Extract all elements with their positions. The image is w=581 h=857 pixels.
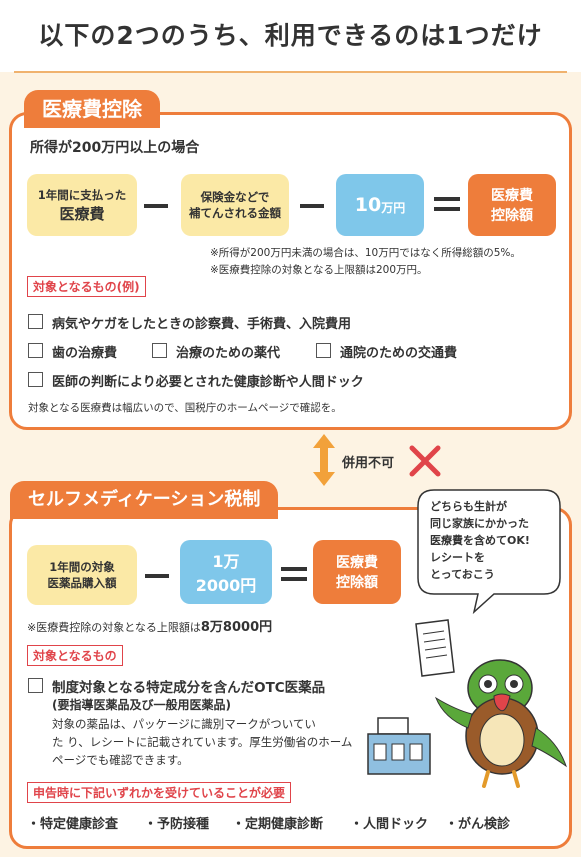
medical-deduction-panel <box>9 112 572 430</box>
parrot-mascot <box>434 659 567 788</box>
pharmacy-building-icon <box>367 717 431 775</box>
checkbox <box>28 372 43 387</box>
equals-sign <box>281 567 307 571</box>
medical-deduction-tab: 医療費控除 <box>24 90 160 128</box>
self-limit-prefix: ※医療費控除の対象となる上限額は <box>27 621 201 634</box>
req-regular-checkup: ・定期健康診断 <box>232 817 324 832</box>
item-hospital-costs: 病気やケガをしたときの診察費、手術費、入院費用 <box>52 317 352 332</box>
self-deduction-result-box: 医療費 控除額 <box>313 540 401 604</box>
not-combinable-label: 併用不可 <box>342 456 395 471</box>
minus-sign <box>144 204 168 208</box>
note-limit: ※医療費控除の対象となる上限額は200万円。 <box>210 264 428 276</box>
page-title: 以下の2つのうち、利用できるのは1つだけ <box>0 0 581 72</box>
self-medication-tab: セルフメディケーション税制 <box>10 481 279 519</box>
threshold-12000-line2: 2000円 <box>195 576 257 595</box>
checkbox <box>316 343 331 358</box>
equals-sign <box>281 577 307 581</box>
checkbox <box>28 678 43 693</box>
paid-medical-line2: 医療費 <box>59 204 105 223</box>
otc-desc-3: ページでも確認できます。 <box>52 753 189 767</box>
threshold-12000-box: 1万 2000円 <box>180 540 272 604</box>
bubble-line-2: 同じ家族にかかった <box>430 517 529 530</box>
checkbox <box>152 343 167 358</box>
req-specific-checkup: ・特定健康診査 <box>27 817 119 832</box>
bubble-line-4: レシートを <box>430 551 485 564</box>
double-arrow-icon <box>313 434 335 486</box>
threshold-unit: 万円 <box>381 200 406 215</box>
self-target-label: 対象となるもの <box>27 645 123 666</box>
otc-item-main: 制度対象となる特定成分を含んだOTC医薬品 <box>52 680 326 696</box>
cross-mark-icon <box>409 445 441 477</box>
req-human-dock: ・人間ドック <box>350 817 429 832</box>
speech-bubble <box>417 489 561 615</box>
otc-purchase-line2: 医薬品購入額 <box>47 576 117 590</box>
insurance-box: 保険金などで 補てんされる金額 <box>181 174 289 236</box>
otc-item-sub: (要指導医薬品及び一般用医薬品) <box>52 698 231 712</box>
self-limit-note: ※医療費控除の対象となる上限額は8万8000円 <box>27 616 272 635</box>
bubble-line-5: とっておこう <box>430 568 495 581</box>
insurance-line2: 補てんされる金額 <box>189 206 281 220</box>
otc-purchase-box: 1年間の対象 医薬品購入額 <box>27 545 137 605</box>
item-checkup: 医師の判断により必要とされた健康診断や人間ドック <box>52 375 364 390</box>
otc-purchase-line1: 1年間の対象 <box>49 560 115 574</box>
paid-medical-box: 1年間に支払った 医療費 <box>27 174 137 236</box>
equals-sign <box>434 207 460 211</box>
req-vaccination: ・予防接種 <box>144 817 210 832</box>
bubble-line-1: どちらも生計が <box>430 500 507 513</box>
medical-condition: 所得が200万円以上の場合 <box>30 140 200 156</box>
note-income: ※所得が200万円未満の場合は、10万円ではなく所得総額の5%。 <box>210 247 521 259</box>
item-dental: 歯の治療費 <box>52 346 118 361</box>
medical-deduction-result-box: 医療費 控除額 <box>468 174 556 236</box>
item-medicine: 治療のための薬代 <box>176 346 281 361</box>
title-divider <box>14 71 567 73</box>
req-cancer-screening: ・がん検診 <box>445 817 511 832</box>
result-line2: 控除額 <box>491 208 533 224</box>
minus-sign <box>300 204 324 208</box>
medical-footnote: 対象となる医療費は幅広いので、国税庁のホームページで確認を。 <box>28 402 342 414</box>
checkbox <box>28 343 43 358</box>
paid-medical-line1: 1年間に支払った <box>37 187 127 202</box>
threshold-box: 10 万円 <box>336 174 424 236</box>
insurance-line1: 保険金などで <box>200 190 270 204</box>
requirement-label: 申告時に下記いずれかを受けていることが必要 <box>27 782 292 803</box>
otc-desc-2: た り、レシートに記載されています。厚生労働省のホーム <box>52 735 353 749</box>
threshold-number: 10 <box>354 194 382 216</box>
self-result-line1: 医療費 <box>336 555 378 571</box>
checkbox <box>28 314 43 329</box>
target-examples-label: 対象となるもの(例) <box>27 276 146 297</box>
result-line1: 医療費 <box>491 188 533 204</box>
otc-desc-1: 対象の薬品は、パッケージに識別マークがついてい <box>52 717 316 731</box>
receipt-icon <box>415 619 455 677</box>
item-transport: 通院のための交通費 <box>340 346 458 361</box>
equals-sign <box>434 197 460 201</box>
self-result-line2: 控除額 <box>336 575 378 591</box>
threshold-12000-line1: 1万 <box>212 552 240 571</box>
minus-sign <box>145 574 169 578</box>
bubble-line-3: 医療費を含めてOK! <box>430 534 530 547</box>
self-limit-value: 8万8000円 <box>200 620 273 635</box>
